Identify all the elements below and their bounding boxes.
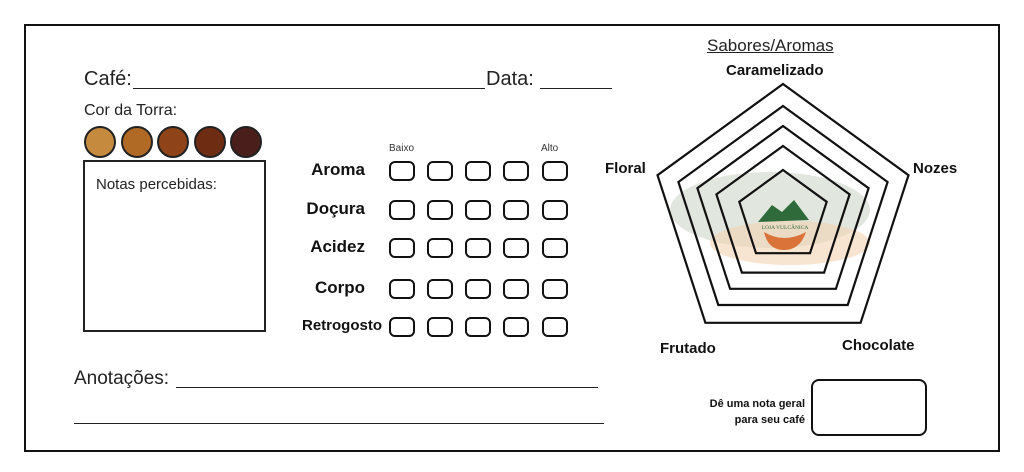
rating-checkbox[interactable] bbox=[465, 279, 491, 299]
attribute-label: Aroma bbox=[311, 160, 365, 179]
score-label-line-1: Dê uma nota geral bbox=[709, 398, 805, 410]
rating-checkbox[interactable] bbox=[542, 238, 568, 258]
roast-swatch-4[interactable] bbox=[193, 126, 226, 158]
data-input-line[interactable] bbox=[540, 88, 612, 89]
roast-swatch-5[interactable] bbox=[230, 126, 262, 158]
rating-checkbox[interactable] bbox=[389, 161, 415, 181]
rating-checkbox[interactable] bbox=[465, 238, 491, 258]
roast-swatch-1[interactable] bbox=[84, 126, 116, 158]
radar-pentagons bbox=[656, 82, 910, 324]
rating-checkbox[interactable] bbox=[389, 238, 415, 258]
score-label: Dê uma nota geral para seu café bbox=[640, 396, 805, 428]
flavor-label-nozes: Nozes bbox=[913, 160, 958, 177]
rating-checkbox[interactable] bbox=[503, 317, 529, 337]
attribute-label: Acidez bbox=[310, 237, 365, 256]
attribute-label: Doçura bbox=[306, 199, 365, 218]
flavors-title: Sabores/Aromas bbox=[707, 36, 834, 55]
flavor-label-chocolate: Chocolate bbox=[842, 337, 915, 354]
radar-ring-3 bbox=[696, 124, 870, 290]
roast-color-label: Cor da Torra: bbox=[84, 102, 178, 119]
rating-checkbox[interactable] bbox=[389, 200, 415, 220]
rating-checkbox[interactable] bbox=[503, 279, 529, 299]
attribute-label: Retrogosto bbox=[302, 317, 382, 334]
notes-box[interactable]: Notas percebidas: bbox=[83, 160, 266, 332]
rating-checkbox[interactable] bbox=[427, 161, 453, 181]
radar-ring-4 bbox=[715, 144, 851, 274]
radar-ring-1 bbox=[656, 82, 910, 324]
rating-checkbox[interactable] bbox=[427, 317, 453, 337]
roast-swatch-3[interactable] bbox=[157, 126, 189, 158]
cafe-label: Café: bbox=[84, 68, 132, 90]
scale-high-label: Alto bbox=[541, 143, 559, 154]
flavor-label-caramelizado: Caramelizado bbox=[726, 62, 824, 79]
rating-checkbox[interactable] bbox=[503, 200, 529, 220]
score-label-line-2: para seu café bbox=[734, 414, 805, 426]
rating-checkbox[interactable] bbox=[465, 317, 491, 337]
rating-checkbox[interactable] bbox=[427, 238, 453, 258]
rating-checkbox[interactable] bbox=[542, 317, 568, 337]
rating-checkbox[interactable] bbox=[503, 161, 529, 181]
annotations-label: Anotações: bbox=[74, 368, 170, 389]
overall-score-box[interactable] bbox=[811, 379, 927, 436]
roast-swatch-2[interactable] bbox=[120, 126, 153, 158]
annotations-line-1[interactable] bbox=[176, 387, 598, 388]
rating-checkbox[interactable] bbox=[389, 279, 415, 299]
radar-ring-2 bbox=[677, 104, 889, 307]
radar-ring-5 bbox=[738, 168, 828, 255]
notes-label: Notas percebidas: bbox=[96, 176, 217, 193]
logo-text: LOJA VULCÂNICA bbox=[762, 223, 809, 231]
rating-checkbox[interactable] bbox=[465, 200, 491, 220]
cafe-input-line[interactable] bbox=[133, 88, 485, 89]
rating-checkbox[interactable] bbox=[389, 317, 415, 337]
annotations-line-2[interactable] bbox=[74, 423, 604, 424]
brand-logo: LOJA VULCÂNICA bbox=[758, 200, 809, 250]
rating-checkbox[interactable] bbox=[503, 238, 529, 258]
attribute-label: Corpo bbox=[314, 278, 365, 297]
tasting-card bbox=[24, 24, 1000, 452]
flavor-label-frutado: Frutado bbox=[660, 340, 716, 357]
rating-checkbox[interactable] bbox=[427, 200, 453, 220]
scale-low-label: Baixo bbox=[389, 143, 415, 154]
flavor-label-floral: Floral bbox=[605, 160, 646, 177]
rating-checkbox[interactable] bbox=[542, 279, 568, 299]
data-label: Data: bbox=[486, 68, 534, 90]
rating-checkbox[interactable] bbox=[542, 200, 568, 220]
rating-checkbox[interactable] bbox=[427, 279, 453, 299]
rating-checkbox[interactable] bbox=[465, 161, 491, 181]
rating-checkbox[interactable] bbox=[542, 161, 568, 181]
